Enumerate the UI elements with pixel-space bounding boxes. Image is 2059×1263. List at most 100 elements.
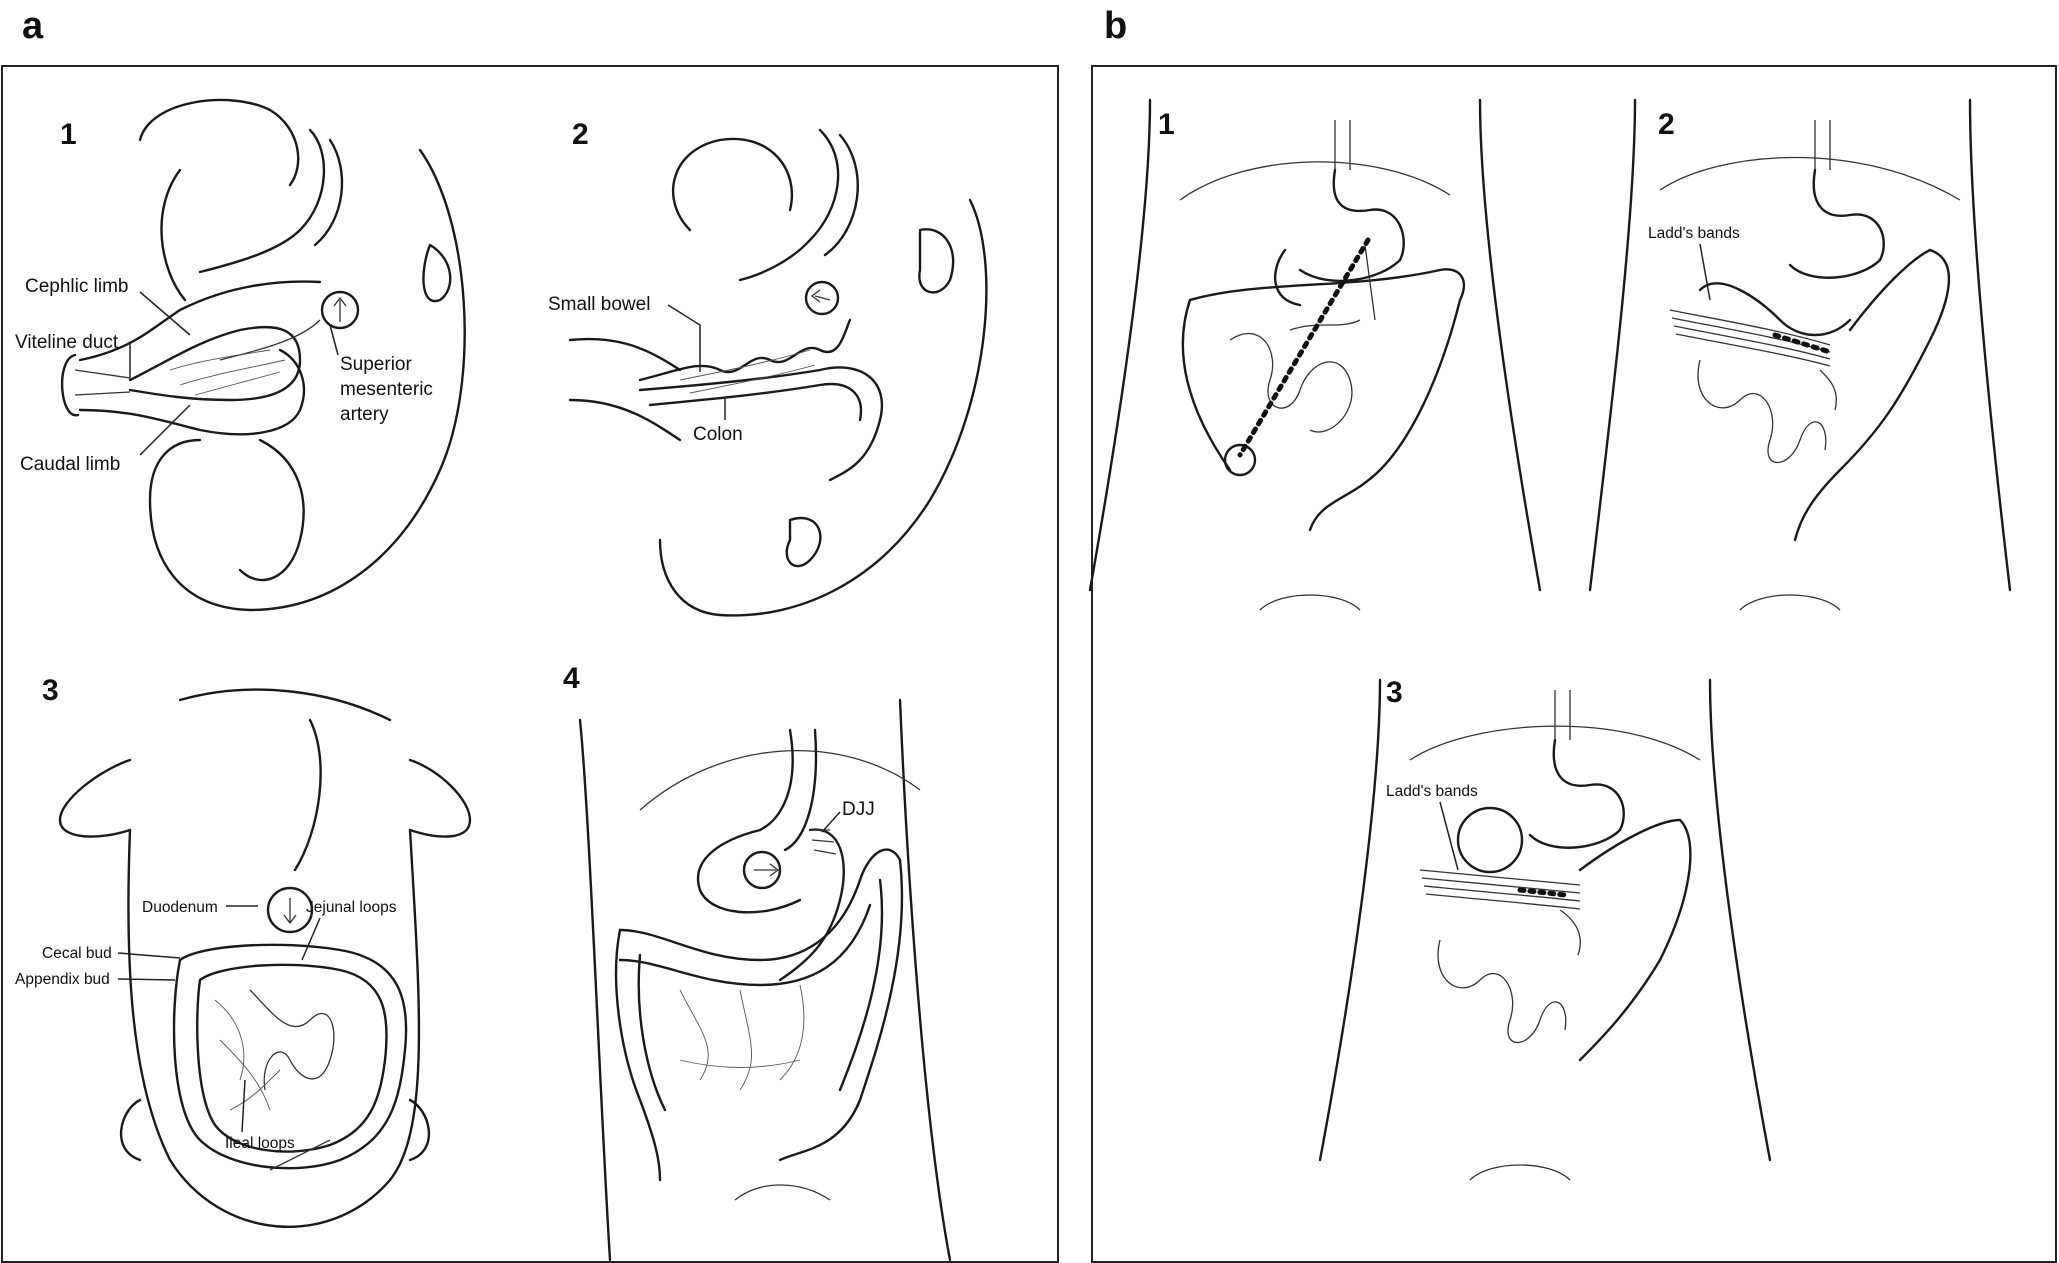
stage-number: 2 [1658,108,1675,141]
cord-stub [269,1139,331,1171]
esophagus-dashed [1814,120,1831,170]
gut-outline [823,133,859,257]
label-duodenum: Duodenum [142,899,218,916]
midgut-loop-inner [128,325,302,402]
stomach-outline [697,728,802,914]
stage-number: 1 [60,118,77,151]
small-bowel-loops [638,318,852,382]
mesentery-vessels [679,349,816,394]
stage-number: 4 [563,662,580,695]
leader-line [667,304,701,372]
label-jejunal-loops: Jejunal loops [306,899,397,916]
limb-bud [422,243,452,303]
right-leg-bud [408,1098,430,1162]
embryo-head-outline [671,137,793,232]
duodenum-outline [1273,248,1302,307]
leader-line [139,291,191,336]
pelvis-outline [1259,594,1361,611]
colon-inner [648,382,863,422]
ladds-bands-fibers [1669,309,1831,367]
diaphragm-line [1179,161,1451,201]
mesenteric-base-line [1517,887,1568,898]
cecum-hatching [1819,369,1837,411]
label-sma-line-3: artery [340,404,389,425]
panel-letter-b: b [1104,5,1127,47]
ascending-colon [1181,298,1232,472]
pelvis-outline [1469,1164,1571,1181]
ladds-bands-fibers [1419,869,1581,910]
label-appendix-bud: Appendix bud [15,971,110,988]
label-ladds-bands: Ladd's bands [1648,225,1740,242]
colon-loop [638,366,883,482]
esophagus-dashed [1554,690,1571,740]
mesenteric-base-line [1237,237,1371,458]
right-body-wall [1708,678,1772,1162]
upper-limb-bud [918,228,955,294]
body-wall-outline [127,828,421,1229]
stomach-outline [1298,168,1405,283]
stomach-outline [1788,168,1885,279]
diaphragm-line [1659,156,1961,201]
midgut-loop-outer [172,943,408,1170]
transverse-colon-lower [618,903,872,987]
ascending-colon-left [614,928,662,1182]
label-viteline-duct: Viteline duct [15,332,119,353]
cord-lower [568,398,682,442]
label-djj: DJJ [842,799,875,820]
right-body-wall [1478,98,1542,592]
diaphragm-line [639,750,921,811]
panel-b-frame [1091,65,2057,1263]
descending-colon [778,858,904,1162]
cecum-hatching [1559,909,1581,956]
descending-colon [1308,298,1462,532]
umbilical-cord-stub [61,353,80,417]
label-ileal-loops: Ileal loops [225,1135,295,1152]
esophagus-dashed [1334,120,1351,170]
panel-letter-a: a [22,5,44,47]
stomach-outline [1528,738,1625,849]
panel-a-stage-2: 2 Small bowel Colon [548,118,988,617]
sma-cross-section [320,290,360,330]
gut-outline [313,138,344,247]
leader-line [1439,801,1459,871]
stage-number: 3 [42,674,59,707]
label-colon: Colon [693,424,743,445]
panel-a-frame [1,65,1059,1263]
rotation-arrow-icon [754,863,780,877]
mesentery-vessels [169,349,286,396]
label-ladds-bands: Ladd's bands [1386,783,1478,800]
stage-number: 1 [1158,108,1175,141]
leader-line [301,917,321,961]
sma-cross-section [742,850,782,890]
stage-number: 2 [572,118,589,151]
caudal-limb-outer [78,348,306,436]
transverse-colon [1848,248,1932,332]
vitelline-duct [74,369,131,396]
label-sma-line-1: Superior [340,354,412,375]
cephalic-limb-outer [78,280,322,362]
esophagus-outline [783,728,818,852]
stage-number: 3 [1386,676,1403,709]
rotation-arrow-icon [283,898,297,925]
transverse-colon [1578,818,1682,872]
leader-line [1699,243,1711,301]
leader-line [117,952,181,959]
lower-limb-bud [785,516,822,568]
left-leg-bud [120,1098,142,1162]
embryo-outline [160,168,187,302]
small-bowel-loops [1229,319,1361,433]
leader-line [329,324,339,356]
panel-a-stage-4: 4 DJJ [563,662,952,1262]
transverse-colon-upper [618,848,902,962]
sma-branch [219,319,321,361]
descending-colon [1578,818,1692,1062]
label-caudal-limb: Caudal limb [20,454,120,475]
stomach-outline [198,128,326,274]
leader-line [821,811,841,833]
left-body-wall [1088,98,1152,592]
left-body-wall [1588,98,1637,592]
embryo-head-outline [138,98,300,187]
leader-line [139,404,191,456]
rotation-arrow-icon [810,289,831,303]
